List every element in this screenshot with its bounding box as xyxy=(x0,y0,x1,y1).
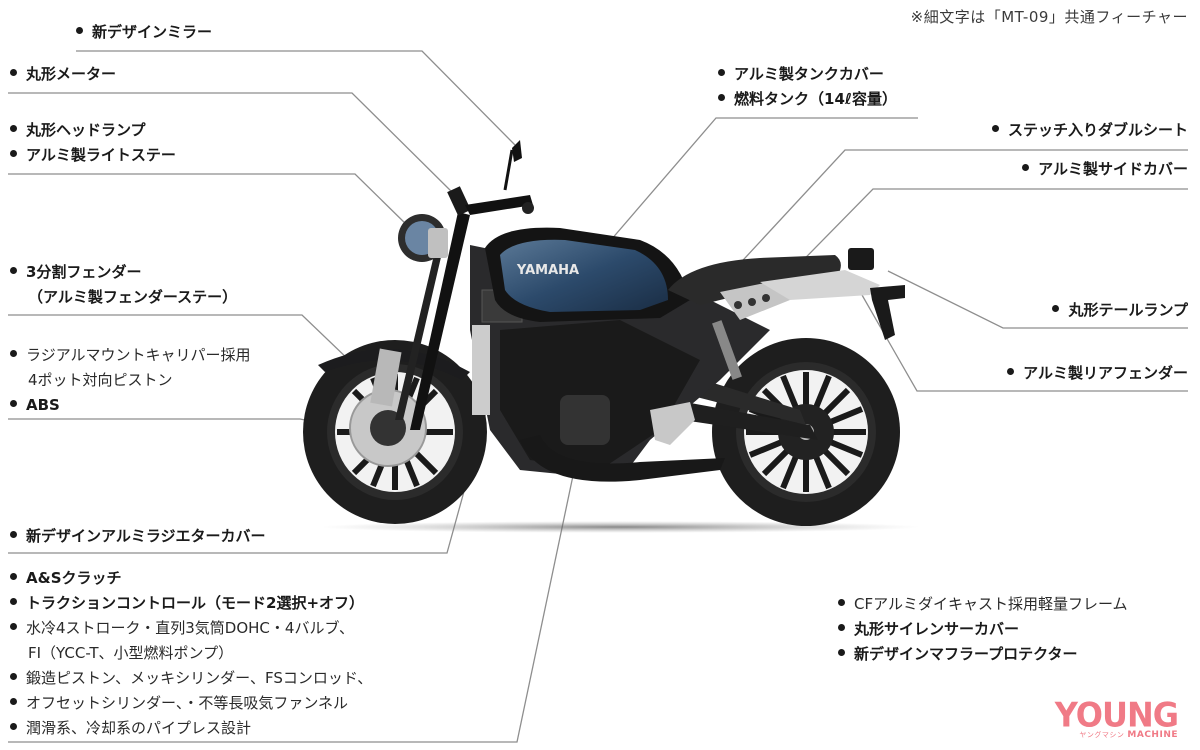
callout-line: 4ポット対向ピストン xyxy=(28,371,173,389)
bullet-icon xyxy=(10,623,17,630)
callout-line: トラクションコントロール（モード2選択+オフ） xyxy=(10,591,372,616)
callout-meter: 丸形メーター xyxy=(10,62,116,87)
bullet-icon xyxy=(991,125,999,132)
callout-line: オフセットシリンダー、・不等長吸気ファンネル xyxy=(10,691,372,716)
callout-seat: ステッチ入りダブルシート xyxy=(991,118,1188,143)
callout-line: 丸形サイレンサーカバー xyxy=(838,617,1128,642)
bullet-icon xyxy=(10,400,17,407)
callout-fender: 3分割フェンダー （アルミ製フェンダーステー） xyxy=(10,260,237,310)
callout-line: 新デザインマフラープロテクター xyxy=(838,642,1128,667)
bullet-icon xyxy=(76,27,83,34)
logo-wordmark: YOUNG xyxy=(1054,695,1179,735)
callout-line: 潤滑系、冷却系のパイプレス設計 xyxy=(10,716,372,741)
mirror-stem xyxy=(503,149,514,191)
bullet-icon xyxy=(1007,368,1015,375)
bullet-icon xyxy=(1022,164,1030,171)
callout-line: 丸形メーター xyxy=(10,62,116,87)
callout-line: アルミ製タンクカバー xyxy=(718,62,897,87)
bullet-icon xyxy=(838,649,845,656)
callout-line: ラジアルマウントキャリパー採用 xyxy=(10,343,251,368)
bullet-icon xyxy=(10,350,17,357)
callout-line: アルミ製リアフェンダー xyxy=(1007,361,1188,386)
callout-line: ステッチ入りダブルシート xyxy=(991,118,1188,143)
bullet-icon xyxy=(10,723,17,730)
bullet-icon xyxy=(10,150,17,157)
bullet-icon xyxy=(838,624,845,631)
bullet-icon xyxy=(10,673,17,680)
callout-line: 3分割フェンダー xyxy=(10,260,237,285)
bullet-icon xyxy=(10,531,17,538)
bullet-icon xyxy=(10,125,17,132)
callout-line: 水冷4ストローク・直列3気筒DOHC・4バルブ、 xyxy=(10,616,372,641)
light-stay xyxy=(428,228,448,258)
bullet-icon xyxy=(1052,305,1060,312)
callout-frame: CFアルミダイキャスト採用軽量フレーム 丸形サイレンサーカバー 新デザインマフラ… xyxy=(838,592,1128,667)
double-seat xyxy=(668,255,841,305)
front-fork xyxy=(410,212,470,430)
round-meter xyxy=(447,186,471,216)
common-feature-note: ※細文字は「MT-09」共通フィーチャー xyxy=(910,8,1188,26)
ground-shadow xyxy=(320,521,920,533)
tank-brand-logo: YAMAHA xyxy=(516,263,579,278)
callout-line: アルミ製ライトステー xyxy=(10,143,176,168)
bullet-icon xyxy=(10,267,17,274)
bullet-icon xyxy=(10,573,17,580)
footpeg-bracket xyxy=(650,402,695,445)
callout-line: ABS xyxy=(10,393,251,418)
callout-line: アルミ製サイドカバー xyxy=(1022,157,1188,182)
callout-tank: アルミ製タンクカバー 燃料タンク（14ℓ容量） xyxy=(718,62,897,112)
bullet-icon xyxy=(10,69,17,76)
handlebar xyxy=(465,195,533,215)
exhaust xyxy=(520,435,725,482)
callout-taillamp: 丸形テールランプ xyxy=(1052,298,1188,323)
callout-line: 丸形ヘッドランプ xyxy=(10,118,176,143)
callout-line: （アルミ製フェンダーステー） xyxy=(28,288,238,306)
callout-radiator: 新デザインアルミラジエターカバー xyxy=(10,524,266,549)
front-wheel xyxy=(303,340,487,524)
callout-line: 燃料タンク（14ℓ容量） xyxy=(718,87,897,112)
bullet-icon xyxy=(10,598,17,605)
callout-brake: ラジアルマウントキャリパー採用 4ポット対向ピストン ABS xyxy=(10,343,251,418)
callout-engine: A&Sクラッチ トラクションコントロール（モード2選択+オフ） 水冷4ストローク… xyxy=(10,566,372,741)
callout-headlamp: 丸形ヘッドランプ アルミ製ライトステー xyxy=(10,118,176,168)
callout-mirror: 新デザインミラー xyxy=(76,20,212,45)
bullet-icon xyxy=(10,698,17,705)
rear-fender xyxy=(870,285,905,340)
bullet-icon xyxy=(718,94,725,101)
callout-line: 鍛造ピストン、メッキシリンダー、FSコンロッド、 xyxy=(10,666,372,691)
callout-line: 新デザインアルミラジエターカバー xyxy=(10,524,266,549)
callout-sidecover: アルミ製サイドカバー xyxy=(1022,157,1188,182)
rear-shock xyxy=(712,320,742,380)
bullet-icon xyxy=(718,69,725,76)
rear-subframe xyxy=(760,270,880,300)
bullet-icon xyxy=(838,599,845,606)
callout-line: A&Sクラッチ xyxy=(10,566,372,591)
shock-front xyxy=(472,325,490,415)
mirror xyxy=(512,140,522,162)
callout-line: 新デザインミラー xyxy=(76,20,212,45)
tail-lamp xyxy=(848,248,874,270)
callout-line: FI（YCC-T、小型燃料ポンプ） xyxy=(28,644,234,662)
callout-rearfender: アルミ製リアフェンダー xyxy=(1007,361,1188,386)
callout-line: 丸形テールランプ xyxy=(1052,298,1188,323)
callout-line: CFアルミダイキャスト採用軽量フレーム xyxy=(838,592,1128,617)
fuel-tank xyxy=(500,239,668,312)
